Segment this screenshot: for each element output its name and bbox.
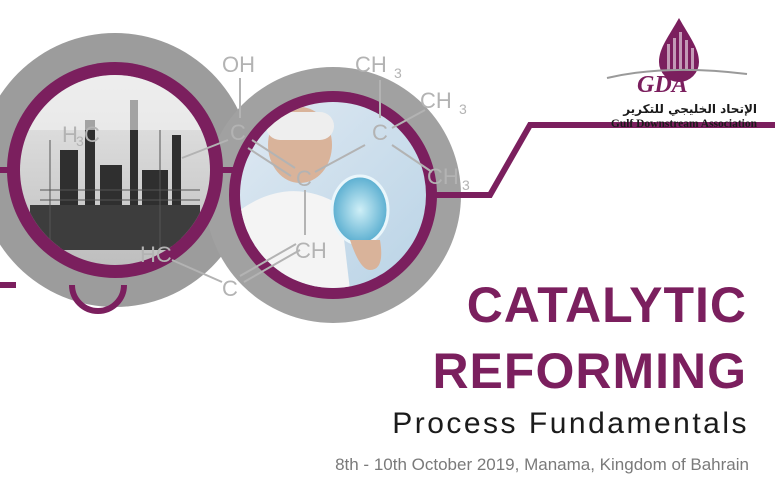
gda-brand: GDA الإتحاد الخليجي للتكرير Gulf Downstr… — [597, 14, 757, 130]
molecule-h3c-sub: 3 — [76, 133, 84, 149]
molecule-ch3-mid: CH — [420, 88, 452, 113]
gda-logo-icon: GDA — [606, 18, 748, 98]
molecule-c-upper: C — [230, 120, 246, 145]
molecule-ch3-right-sub: 3 — [462, 177, 470, 193]
molecule-ch3-right: CH — [427, 164, 459, 189]
molecule-ch3-top-sub: 3 — [394, 65, 402, 81]
subtitle: Process Fundamentals — [392, 407, 749, 440]
brand-english-name: Gulf Downstream Association — [610, 118, 757, 130]
molecule-ch-lower: CH — [295, 238, 327, 263]
title-line-1: CATALYTIC — [466, 277, 747, 333]
molecule-c-center: C — [296, 166, 312, 191]
molecule-hc-lower: HC — [140, 242, 172, 267]
molecule-c-lower: C — [222, 276, 238, 301]
gda-logo-text: GDA — [637, 72, 688, 98]
brand-arabic-name: الإتحاد الخليجي للتكرير — [623, 102, 757, 116]
molecule-oh: OH — [222, 52, 255, 77]
molecule-c-right: C — [372, 120, 388, 145]
molecule-h3c: H C — [62, 122, 100, 147]
title-line-2: REFORMING — [432, 343, 747, 399]
refinery-photo — [20, 75, 210, 265]
scientist-photo — [240, 102, 426, 288]
molecule-bonds — [171, 78, 433, 283]
purple-half-circle — [69, 284, 127, 314]
event-details: 8th - 10th October 2019, Manama, Kingdom… — [335, 455, 749, 474]
molecule-ch3-top: CH — [355, 52, 387, 77]
molecule-ch3-mid-sub: 3 — [459, 101, 467, 117]
